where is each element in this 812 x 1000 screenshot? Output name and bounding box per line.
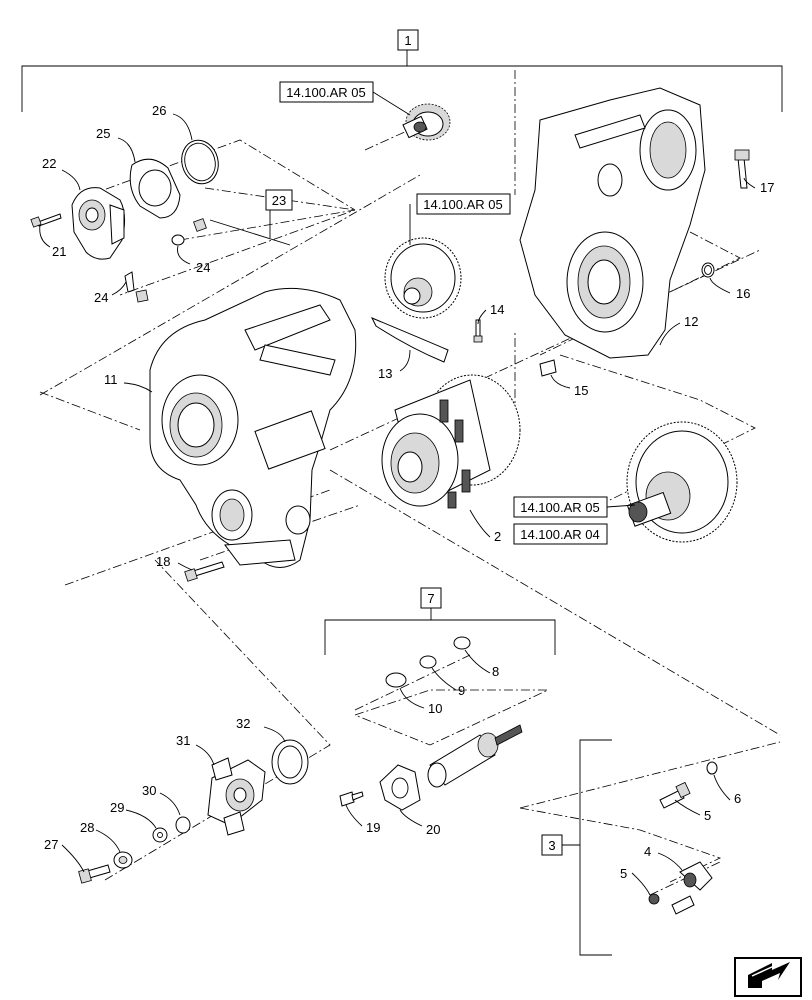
- callout-leaders: [39, 113, 756, 896]
- plug-part-24-lower[interactable]: [124, 271, 149, 303]
- top-gear-assembly[interactable]: [402, 103, 451, 141]
- screw-part-19[interactable]: [339, 791, 364, 807]
- group-7-label[interactable]: 7: [420, 587, 442, 609]
- o-ring-part-6[interactable]: [706, 761, 718, 775]
- o-ring-part-16[interactable]: [701, 262, 715, 278]
- housing-cover-part-12[interactable]: [519, 87, 706, 359]
- group-7-bracket: [324, 608, 556, 655]
- callout-numbers: 21 22 25 26 24 24 11 13 14 15 12 16 17 2…: [42, 103, 774, 881]
- o-ring-part-30[interactable]: [175, 816, 191, 834]
- bolt-part-27[interactable]: [78, 864, 111, 884]
- svg-text:14: 14: [490, 302, 504, 317]
- svg-text:19: 19: [366, 820, 380, 835]
- flange-gasket-part-20[interactable]: [379, 764, 421, 811]
- seal-part-32[interactable]: [271, 739, 309, 785]
- svg-text:31: 31: [176, 733, 190, 748]
- svg-text:8: 8: [492, 664, 499, 679]
- group-1-bracket: [21, 50, 783, 112]
- group-1-label[interactable]: 1: [397, 29, 419, 51]
- svg-text:9: 9: [458, 683, 465, 698]
- svg-text:14.100.AR 05: 14.100.AR 05: [423, 197, 503, 212]
- gasket-part-25[interactable]: [129, 158, 181, 219]
- svg-text:3: 3: [548, 838, 555, 853]
- svg-text:22: 22: [42, 156, 56, 171]
- transmission-housing-part-11[interactable]: [149, 287, 357, 568]
- screw-part-14[interactable]: [473, 319, 483, 343]
- clutch-pack-part-2[interactable]: [381, 374, 521, 509]
- yoke-part-31[interactable]: [207, 757, 266, 836]
- assembly-axis-lines: [39, 70, 781, 896]
- svg-text:14.100.AR 04: 14.100.AR 04: [520, 527, 600, 542]
- svg-text:28: 28: [80, 820, 94, 835]
- svg-text:17: 17: [760, 180, 774, 195]
- svg-text:13: 13: [378, 366, 392, 381]
- svg-text:26: 26: [152, 103, 166, 118]
- washer-part-28[interactable]: [113, 851, 133, 869]
- o-ring-part-26[interactable]: [177, 136, 223, 188]
- svg-text:25: 25: [96, 126, 110, 141]
- svg-text:30: 30: [142, 783, 156, 798]
- svg-text:32: 32: [236, 716, 250, 731]
- snap-ring-part-10[interactable]: [385, 672, 407, 688]
- svg-text:6: 6: [734, 791, 741, 806]
- ref-clutch[interactable]: 14.100.AR 04: [513, 523, 608, 545]
- svg-text:18: 18: [156, 554, 170, 569]
- svg-text:14.100.AR 05: 14.100.AR 05: [286, 85, 366, 100]
- svg-text:29: 29: [110, 800, 124, 815]
- svg-text:23: 23: [272, 193, 286, 208]
- washer-part-29[interactable]: [152, 827, 168, 843]
- bolt-part-18[interactable]: [184, 561, 225, 582]
- dowel-pin-part-15[interactable]: [539, 359, 557, 377]
- plug-part-24-upper[interactable]: [171, 218, 207, 246]
- svg-text:10: 10: [428, 701, 442, 716]
- svg-text:24: 24: [196, 260, 210, 275]
- baffle-plate-part-13[interactable]: [370, 317, 449, 363]
- svg-text:5: 5: [704, 808, 711, 823]
- ref-output-gear[interactable]: 14.100.AR 05: [513, 496, 636, 518]
- bolt-part-17[interactable]: [734, 149, 750, 189]
- group-23-label[interactable]: 23: [265, 189, 293, 211]
- svg-text:11: 11: [104, 372, 118, 387]
- svg-text:2: 2: [494, 529, 501, 544]
- group-3-bracket: [562, 739, 612, 956]
- next-page-arrow-icon[interactable]: [734, 957, 802, 997]
- screw-part-21[interactable]: [30, 213, 62, 228]
- pump-housing-part-22[interactable]: [71, 187, 126, 260]
- ref-mid-gear[interactable]: 14.100.AR 05: [409, 193, 511, 245]
- svg-text:7: 7: [427, 591, 434, 606]
- snap-ring-part-9[interactable]: [419, 655, 437, 669]
- svg-text:21: 21: [52, 244, 66, 259]
- svg-text:5: 5: [620, 866, 627, 881]
- svg-text:20: 20: [426, 822, 440, 837]
- o-ring-part-5-lower[interactable]: [648, 893, 660, 905]
- svg-text:12: 12: [684, 314, 698, 329]
- svg-text:4: 4: [644, 844, 651, 859]
- ref-top-gear[interactable]: 14.100.AR 05: [279, 81, 411, 116]
- svg-text:27: 27: [44, 837, 58, 852]
- mid-gear-assembly[interactable]: [384, 237, 462, 319]
- svg-text:1: 1: [404, 33, 411, 48]
- output-gear-assembly[interactable]: [626, 421, 738, 543]
- sensor-part-4[interactable]: [671, 861, 713, 915]
- svg-text:14.100.AR 05: 14.100.AR 05: [520, 500, 600, 515]
- svg-text:16: 16: [736, 286, 750, 301]
- svg-text:24: 24: [94, 290, 108, 305]
- snap-ring-part-8[interactable]: [453, 636, 471, 650]
- sensor-part-5-upper[interactable]: [659, 781, 691, 809]
- group-3-label[interactable]: 3: [541, 834, 563, 856]
- svg-text:15: 15: [574, 383, 588, 398]
- solenoid-valve[interactable]: [427, 724, 523, 788]
